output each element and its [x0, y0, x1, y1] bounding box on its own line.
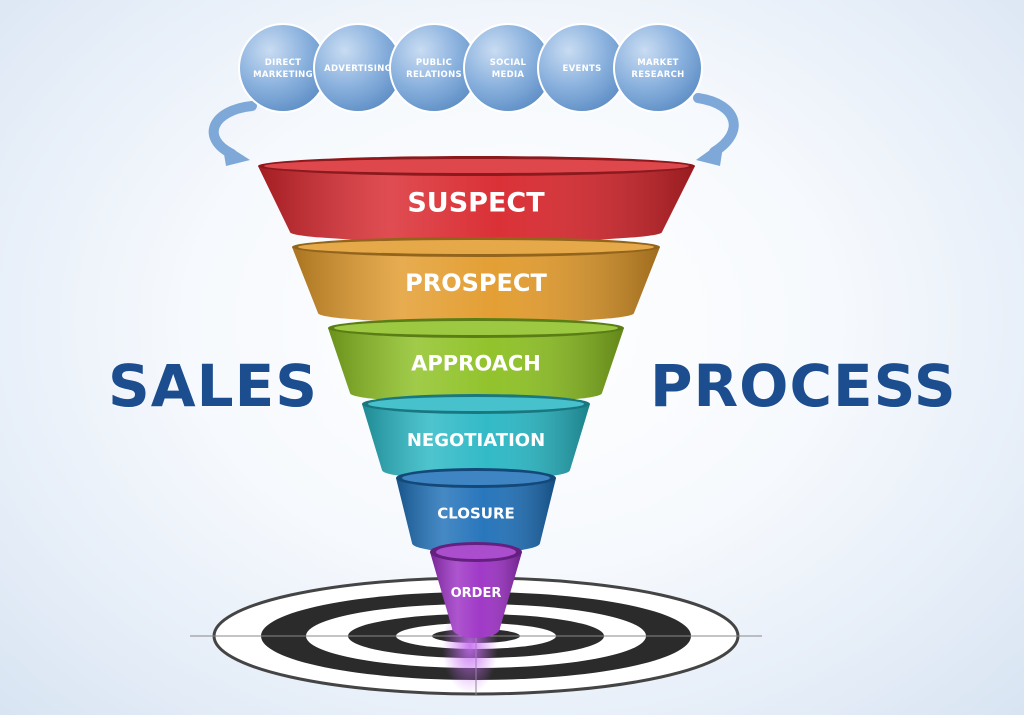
channel-label: ADVERTISING	[324, 64, 392, 74]
channel-label: DIRECT	[265, 58, 301, 68]
funnel-band-label: APPROACH	[411, 352, 541, 376]
channel-bubble: EVENTS	[537, 23, 627, 113]
funnel-band-label: ORDER	[451, 586, 502, 601]
channel-bubble: MARKET RESEARCH	[613, 23, 703, 113]
process-word: PROCESS	[650, 352, 957, 420]
curved-arrow-icon	[208, 101, 257, 166]
channel-label: RELATIONS	[406, 70, 462, 80]
funnel-band: NEGOTIATION	[362, 394, 590, 480]
funnel-bands: SUSPECT PROSPECT APPROACH NEGOTIATION CLOSUR…	[258, 156, 695, 638]
funnel-band: PROSPECT	[292, 237, 660, 323]
channel-label: MEDIA	[492, 70, 525, 80]
curved-arrow-icon	[693, 93, 739, 166]
channel-label: EVENTS	[562, 64, 601, 74]
funnel-band: APPROACH	[328, 318, 624, 403]
channel-label: MARKET	[637, 58, 679, 68]
funnel-band: CLOSURE	[396, 468, 556, 553]
channel-label: RESEARCH	[631, 70, 684, 80]
channel-bubbles: DIRECT MARKETING ADVERTISING PUBLIC RELATION…	[238, 23, 703, 113]
channel-label: SOCIAL	[490, 58, 527, 68]
channel-label: PUBLIC	[416, 58, 452, 68]
channel-label: MARKETING	[253, 70, 313, 80]
funnel-band-label: PROSPECT	[405, 269, 547, 297]
channel-bubble: ADVERTISING	[313, 23, 403, 113]
funnel-band: SUSPECT	[258, 156, 695, 242]
funnel-band-label: CLOSURE	[437, 504, 515, 522]
sales-word: SALES	[108, 352, 319, 420]
funnel-band-label: NEGOTIATION	[407, 430, 545, 451]
funnel-band-label: SUSPECT	[407, 187, 545, 218]
funnel-band: ORDER	[430, 542, 522, 638]
